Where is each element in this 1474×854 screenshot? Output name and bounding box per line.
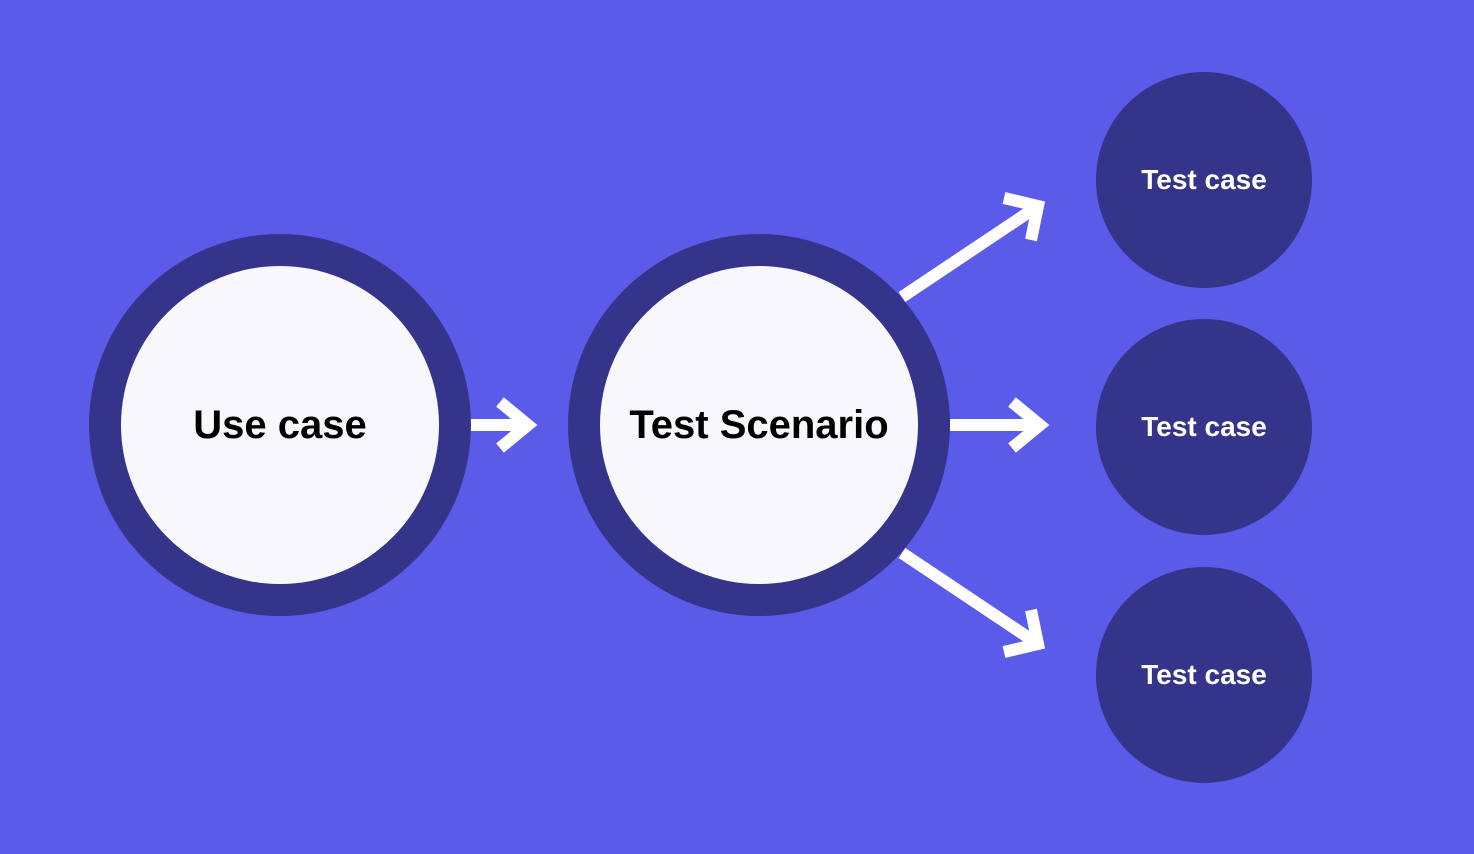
test-case-node-3: Test case — [1096, 567, 1312, 783]
arrow-test-scenario-to-test-case-1 — [898, 192, 1046, 302]
test-scenario-node: Test Scenario — [568, 234, 950, 616]
use-case-inner: Use case — [121, 266, 439, 584]
test-case-node-2: Test case — [1096, 319, 1312, 535]
test-case-node-1: Test case — [1096, 72, 1312, 288]
arrow-test-scenario-to-test-case-3 — [898, 548, 1046, 658]
test-scenario-label: Test Scenario — [629, 402, 889, 447]
use-case-label: Use case — [193, 402, 367, 447]
test-case-label: Test case — [1141, 659, 1267, 690]
test-case-label: Test case — [1141, 411, 1267, 442]
test-case-label: Test case — [1141, 164, 1267, 195]
arrow-test-scenario-to-test-case-2 — [950, 397, 1050, 453]
use-case-node: Use case — [89, 234, 471, 616]
test-scenario-inner: Test Scenario — [600, 266, 918, 584]
